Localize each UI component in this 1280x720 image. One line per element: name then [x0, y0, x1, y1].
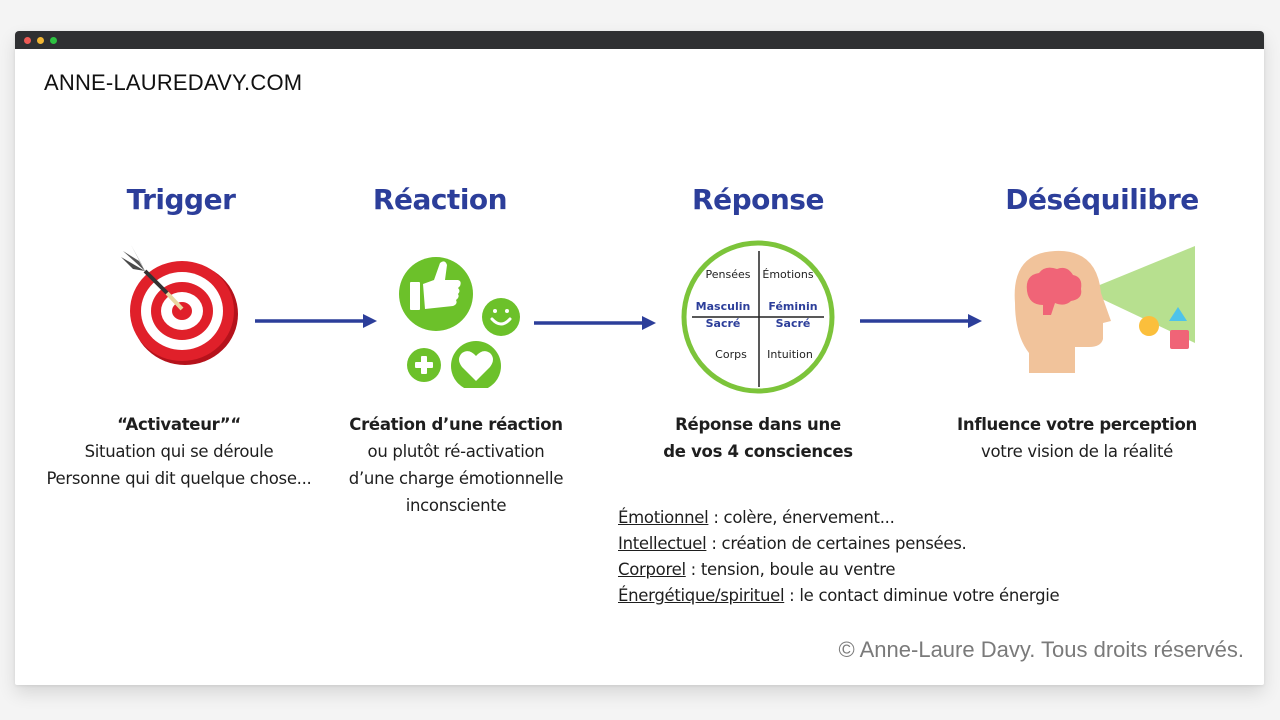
- arrow-reponse-to-desequilibre: [860, 314, 982, 328]
- arrow-trigger-to-reaction: [255, 314, 377, 328]
- caption-trigger: “Activateur”“ Situation qui se déroule P…: [19, 411, 339, 492]
- quadrant-feminine-2: Sacré: [776, 317, 811, 330]
- browser-window: ANNE-LAUREDAVY.COM Trigger Réaction Répo…: [15, 31, 1264, 685]
- list-desc: : colère, énervement...: [708, 508, 895, 527]
- step-title-reaction: Réaction: [372, 183, 508, 216]
- quadrant-body: Corps: [715, 348, 747, 361]
- caption-trigger-title: “Activateur”“: [117, 415, 241, 434]
- list-term: Énergétique/spirituel: [618, 586, 785, 605]
- quadrant-masculine-2: Sacré: [706, 317, 741, 330]
- caption-reaction-line: inconsciente: [405, 496, 507, 515]
- step-title-trigger: Trigger: [126, 183, 236, 216]
- close-button[interactable]: [24, 37, 31, 44]
- quadrant-thoughts: Pensées: [706, 268, 751, 281]
- list-desc: : tension, boule au ventre: [685, 560, 896, 579]
- caption-trigger-line: Personne qui dit quelque chose...: [46, 469, 312, 488]
- arrow-reaction-to-reponse: [534, 316, 656, 330]
- consciousness-quadrant-icon: Pensées Émotions Masculin Sacré Féminin …: [681, 240, 835, 394]
- smiley-icon: [482, 298, 520, 336]
- quadrant-feminine-1: Féminin: [768, 300, 817, 313]
- site-title: ANNE-LAUREDAVY.COM: [44, 70, 303, 95]
- list-desc: : le contact diminue votre énergie: [784, 586, 1060, 605]
- caption-reaction-line: ou plutôt ré-activation: [367, 442, 545, 461]
- caption-reponse-title-1: Réponse dans une: [675, 415, 841, 434]
- list-desc: : création de certaines pensées.: [706, 534, 967, 553]
- consciousness-list: Émotionnel : colère, énervement... Intel…: [618, 505, 1060, 609]
- social-reactions-icon: [399, 257, 520, 388]
- caption-reaction-title: Création d’une réaction: [349, 415, 563, 434]
- quadrant-masculine-1: Masculin: [696, 300, 751, 313]
- list-term: Intellectuel: [618, 534, 707, 553]
- list-item: Énergétique/spirituel : le contact dimin…: [618, 583, 1060, 609]
- caption-trigger-line: Situation qui se déroule: [84, 442, 274, 461]
- quadrant-emotions: Émotions: [762, 268, 813, 281]
- window-titlebar: [15, 31, 1264, 49]
- step-title-desequilibre: Déséquilibre: [1005, 183, 1199, 216]
- caption-desequilibre-line: votre vision de la réalité: [981, 442, 1173, 461]
- caption-reponse: Réponse dans une de vos 4 consciences: [598, 411, 918, 465]
- list-item: Émotionnel : colère, énervement...: [618, 505, 1059, 531]
- list-term: Corporel: [618, 560, 686, 579]
- caption-reaction: Création d’une réaction ou plutôt ré-act…: [296, 411, 616, 519]
- caption-desequilibre-title: Influence votre perception: [957, 415, 1197, 434]
- maximize-button[interactable]: [50, 37, 57, 44]
- caption-desequilibre: Influence votre perception votre vision …: [917, 411, 1237, 465]
- minimize-button[interactable]: [37, 37, 44, 44]
- list-item: Corporel : tension, boule au ventre: [618, 557, 1059, 583]
- caption-reponse-title-2: de vos 4 consciences: [663, 442, 853, 461]
- list-term: Émotionnel: [618, 508, 709, 527]
- list-item: Intellectuel : création de certaines pen…: [618, 531, 1059, 557]
- caption-reaction-line: d’une charge émotionnelle: [348, 469, 564, 488]
- head-perception-icon: [1014, 246, 1195, 373]
- target-dart-icon: [121, 245, 238, 365]
- copyright-notice: © Anne-Laure Davy. Tous droits réservés.: [838, 637, 1244, 662]
- quadrant-intuition: Intuition: [767, 348, 813, 361]
- step-title-reponse: Réponse: [692, 183, 824, 216]
